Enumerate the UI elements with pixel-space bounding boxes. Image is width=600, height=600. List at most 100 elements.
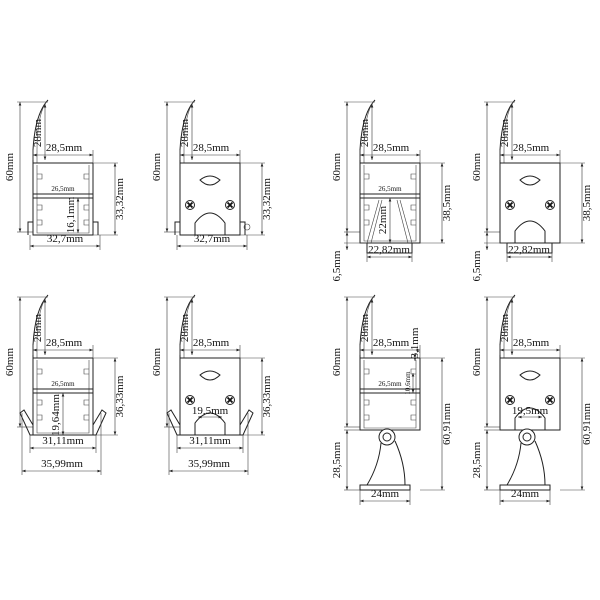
- channel-slot: [364, 368, 370, 375]
- channel-slot: [83, 368, 89, 375]
- channel-slot: [364, 414, 370, 421]
- cap-opening: [514, 407, 546, 430]
- dimension-label: 28mm: [359, 314, 371, 343]
- dimension-label: 28mm: [32, 314, 44, 343]
- screw-icon: [225, 200, 235, 210]
- dimension-label: 28,5mm: [373, 337, 410, 349]
- lens: [366, 243, 413, 254]
- cap-slot: [519, 175, 541, 186]
- dimension-label: 28,5mm: [513, 337, 550, 349]
- screw-icon: [505, 200, 515, 210]
- dimension-label: 28mm: [179, 119, 191, 148]
- channel-slot: [37, 414, 43, 421]
- dimension-label: 28mm: [32, 119, 44, 148]
- screw-cross: [226, 201, 234, 209]
- screw-cross: [506, 201, 514, 209]
- channel-slot: [37, 173, 43, 180]
- shelf: [33, 388, 93, 394]
- bracket-arm: [366, 440, 406, 486]
- inner-width-label: 26,5mm: [51, 380, 75, 388]
- rivet: [243, 223, 251, 231]
- channel-slot: [83, 414, 89, 421]
- channel-slot: [364, 173, 370, 180]
- channel-slot: [410, 173, 416, 180]
- dimension-label: 28mm: [359, 119, 371, 148]
- pivot: [378, 428, 396, 446]
- cap-opening: [194, 212, 226, 235]
- cap-slot: [199, 175, 221, 186]
- screw-icon: [545, 200, 555, 210]
- channel-slot: [37, 219, 43, 226]
- end-cap-outline: [499, 357, 561, 431]
- dimension-label: 60mm: [331, 153, 343, 182]
- dimension-label: 60mm: [471, 348, 483, 377]
- dimension-label: 32,7mm: [47, 233, 84, 245]
- dimension-label: 60mm: [331, 348, 343, 377]
- dimension-label: 32,7mm: [194, 233, 231, 245]
- inner-width-label: 26,5mm: [378, 380, 402, 388]
- base-flange: [27, 221, 99, 235]
- screw-cross: [546, 201, 554, 209]
- inner-width-label: 26,5mm: [378, 185, 402, 193]
- dimension-label: 33,32mm: [261, 178, 273, 220]
- dimension-label: 28,5mm: [193, 337, 230, 349]
- flare-clips: [166, 409, 254, 436]
- dimension-label: 36,33mm: [261, 375, 273, 417]
- channel-slot: [83, 204, 89, 211]
- dimension-label: 33,32mm: [114, 178, 126, 220]
- shelf: [33, 193, 93, 199]
- channel-slot: [37, 399, 43, 406]
- dimension-label: 10,6mm: [404, 371, 412, 395]
- channel-slot: [37, 204, 43, 211]
- screw-icon: [545, 395, 555, 405]
- dimension-label: 22,82mm: [508, 244, 550, 256]
- dimension-label: 28,5mm: [373, 142, 410, 154]
- channel-slot: [364, 204, 370, 211]
- channel-slot: [83, 399, 89, 406]
- dimension-label: 60,91mm: [581, 403, 593, 445]
- body-inner: [36, 165, 90, 234]
- dimension-label: 60mm: [471, 153, 483, 182]
- cap-opening: [514, 220, 546, 243]
- pivot-bolt: [522, 432, 532, 442]
- screw-icon: [505, 395, 515, 405]
- screw-cross: [186, 201, 194, 209]
- dimension-label: 35,99mm: [188, 458, 230, 470]
- base-flange: [174, 221, 246, 235]
- dimension-label: 28mm: [499, 314, 511, 343]
- cap-opening: [194, 412, 226, 435]
- dimension-label: 24mm: [511, 488, 540, 500]
- dimension-label: 3,1mm: [409, 327, 421, 358]
- body-inner: [363, 360, 417, 429]
- dimension-label: 38,5mm: [581, 184, 593, 221]
- profile-cap-flare: 60mm28mm28,5mm36,33mm31,11mm35,99mm19,5m…: [151, 294, 273, 475]
- screw-cross: [226, 396, 234, 404]
- dimension-label: 6,5mm: [331, 250, 343, 281]
- dimension-label: 60mm: [151, 348, 163, 377]
- inner-width-label: 26,5mm: [51, 185, 75, 193]
- dimension-label: 28,5mm: [193, 142, 230, 154]
- channel-slot: [37, 368, 43, 375]
- dimension-label: 28mm: [179, 314, 191, 343]
- dimension-label: 31,11mm: [189, 435, 231, 447]
- dimension-label: 22mm: [377, 206, 389, 235]
- body-outline: [32, 162, 94, 236]
- dimension-label: 16,1mm: [65, 196, 77, 233]
- screw-cross: [506, 396, 514, 404]
- dimension-label: 6,5mm: [471, 250, 483, 281]
- bracket-arm: [506, 440, 546, 486]
- channel-slot: [410, 219, 416, 226]
- profile-open-bracket: 60mm28mm28,5mm26,5mm60,91mm28,5mm24mm3,1…: [331, 294, 453, 505]
- lens-reflector: [366, 199, 413, 244]
- screw-cross: [546, 396, 554, 404]
- dimension-label: 60mm: [4, 153, 16, 182]
- dimension-label: 31,11mm: [42, 435, 84, 447]
- cap-slot: [519, 370, 541, 381]
- dimension-label: 35,99mm: [41, 458, 83, 470]
